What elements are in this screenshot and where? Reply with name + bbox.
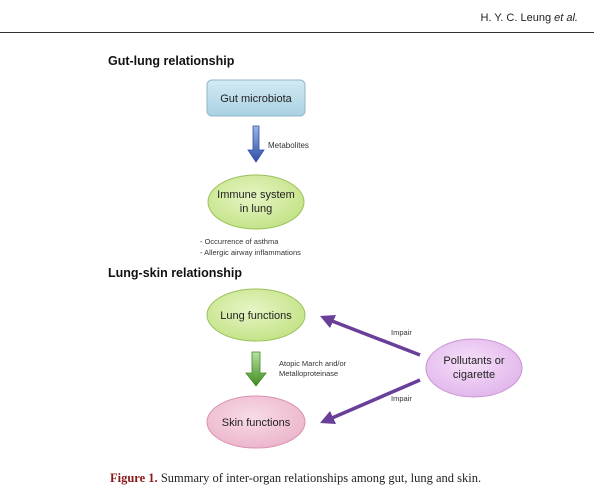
pollutants-line2: cigarette (453, 369, 495, 381)
header-rule (0, 32, 594, 33)
figure-caption-text: Summary of inter-organ relationships amo… (157, 471, 482, 485)
impair-top-label: Impair (391, 328, 412, 337)
author-name: H. Y. C. Leung (480, 12, 552, 24)
figure-caption: Figure 1. Summary of inter-organ relatio… (110, 471, 481, 486)
gut-lung-heading: Gut-lung relationship (108, 54, 235, 68)
immune-system-node: Immune system in lung (207, 174, 305, 230)
lung-functions-label: Lung functions (220, 310, 292, 322)
note-allergic: - Allergic airway inflammations (200, 248, 301, 257)
pollutants-node: Pollutants or cigarette (425, 338, 523, 398)
figure-label: Figure 1. (110, 471, 158, 485)
atopic-line2: Metalloproteinase (279, 369, 338, 378)
impair-arrow-to-skin (320, 378, 421, 424)
lung-functions-node: Lung functions (206, 288, 306, 342)
running-header-author: H. Y. C. Leung et al. (481, 12, 578, 24)
impair-bottom-label: Impair (391, 394, 412, 403)
gut-microbiota-node: Gut microbiota (206, 79, 306, 117)
metabolites-label: Metabolites (268, 141, 309, 150)
skin-functions-node: Skin functions (206, 395, 306, 449)
immune-line2: in lung (240, 203, 272, 215)
gut-microbiota-label: Gut microbiota (220, 93, 292, 105)
author-etal: et al. (554, 12, 578, 24)
pollutants-line1: Pollutants or (443, 355, 504, 367)
lung-skin-heading: Lung-skin relationship (108, 266, 243, 280)
atopic-march-arrow (245, 351, 267, 387)
note-asthma: - Occurrence of asthma (200, 237, 279, 246)
immune-line1: Immune system (217, 189, 295, 201)
metabolites-arrow (247, 125, 265, 163)
skin-functions-label: Skin functions (222, 417, 291, 429)
atopic-line1: Atopic March and/or (279, 359, 347, 368)
impair-arrow-to-lung (320, 315, 421, 357)
